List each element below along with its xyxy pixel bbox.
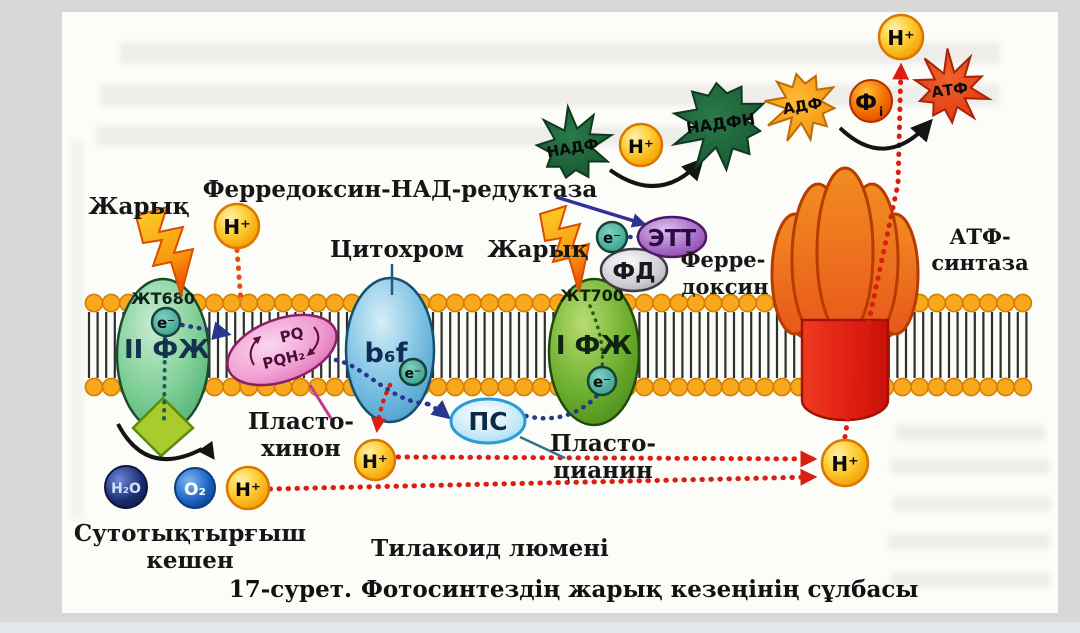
svg-text:H⁺: H⁺	[223, 215, 250, 239]
pi-subscript: і	[879, 105, 883, 119]
proton-under-synthase: H⁺	[820, 438, 870, 488]
label-light-left: Жарық	[88, 193, 189, 220]
proton-path-lumen-lower	[267, 468, 818, 492]
print-bleed-through	[70, 140, 84, 520]
water-split-arrow	[116, 423, 203, 462]
figure-caption-number: 17-сурет.	[229, 576, 352, 603]
label-oxygen-complex-2: кешен	[146, 547, 234, 574]
svg-text:e⁻: e⁻	[157, 314, 175, 332]
adp-star: АДФ	[764, 71, 837, 143]
fd-label: ФД	[612, 259, 655, 285]
plastocyanin: ПС	[449, 397, 566, 460]
proton-bottom-left: H⁺	[225, 465, 271, 511]
svg-text:e⁻: e⁻	[405, 366, 422, 382]
label-fnr: Ферредоксин-НАД-редуктаза	[203, 176, 598, 203]
label-plastoquinone-1: Пласто-	[248, 408, 354, 435]
nadp-to-nadph-arrow	[608, 157, 704, 188]
ferredoxin-carrier: ФД	[599, 247, 669, 293]
cytochrome-b6f: b₆f	[344, 276, 436, 424]
flow-paths	[116, 62, 933, 492]
print-bleed-through	[890, 458, 1050, 474]
ps2-label: II ФЖ	[124, 335, 210, 365]
pc-label: ПС	[468, 407, 507, 436]
p700-label: ЖТ700	[560, 286, 624, 305]
svg-text:H⁺: H⁺	[362, 451, 388, 473]
oxygen-molecule: O₂	[174, 467, 216, 509]
oec-diamond	[131, 396, 195, 458]
label-lumen: Тилакоид люмені	[371, 535, 609, 562]
pi-circle: Ф і	[849, 79, 893, 123]
electron-path-b6f-pc	[425, 400, 451, 420]
adp-to-atp-arrow	[838, 118, 933, 151]
proton-top-right: H⁺	[877, 13, 925, 61]
figure-caption-text: Фотосинтездің жарық кезеңінің сұлбасы	[361, 576, 918, 603]
ps1-label: I ФЖ	[556, 331, 633, 361]
water-molecule: H₂O	[104, 465, 148, 509]
electron-ps2: e⁻	[150, 306, 182, 338]
pc-pointer-line	[519, 435, 566, 460]
print-bleed-through	[120, 42, 1000, 64]
proton-path-through-synthase	[842, 62, 910, 440]
label-cytochrome: Цитохром	[330, 236, 464, 263]
label-atp-synthase-2: синтаза	[931, 250, 1029, 275]
p680-label: ЖТ680	[131, 289, 195, 308]
photosystem-2: ЖТ680 II ФЖ	[115, 277, 211, 458]
electron-path-ps2-pq	[179, 321, 232, 340]
label-oxygen-complex-1: Сутотықтырғыш	[74, 520, 306, 547]
pi-base: Ф	[855, 91, 877, 116]
nadph-star: НАДФН	[670, 81, 766, 173]
electron-b6f: e⁻	[398, 357, 428, 387]
atp-synthase-stalk	[800, 318, 890, 422]
svg-text:H⁺: H⁺	[235, 479, 261, 501]
proton-path-into-pq	[234, 247, 244, 305]
svg-text:e⁻: e⁻	[593, 373, 611, 391]
svg-text:АТФ: АТФ	[930, 79, 969, 102]
plastoquinone-pointer-line	[308, 384, 334, 421]
label-ferredoxin-2: доксин	[682, 274, 769, 299]
svg-text:H⁺: H⁺	[831, 452, 858, 476]
electron-to-ett: e⁻	[595, 220, 629, 254]
label-plastocyanin-1: Пласто-	[550, 430, 656, 457]
water-split-arrowhead	[197, 440, 215, 460]
svg-text:e⁻: e⁻	[603, 229, 621, 247]
proton-above-ps2: H⁺	[213, 202, 261, 250]
ett-carrier: ЭТТ	[636, 215, 708, 259]
photosystem-1: ЖТ700 I ФЖ	[547, 277, 641, 427]
light-bolt-right	[538, 204, 591, 293]
electron-ps1: e⁻	[586, 365, 618, 397]
b6f-label: b₆f	[365, 338, 408, 369]
svg-text:O₂: O₂	[184, 480, 206, 500]
svg-text:H⁺: H⁺	[628, 136, 654, 158]
fnr-pointer-arrow	[555, 195, 647, 228]
proton-under-b6f: H⁺	[353, 438, 397, 482]
plastoquinone-pool: PQ PQH₂	[226, 313, 338, 387]
proton-path-b6f	[370, 382, 393, 434]
proton-near-nadph: H⁺	[618, 122, 664, 168]
nadp-star: НАДФ	[534, 103, 615, 180]
light-bolt-left	[134, 205, 195, 299]
label-plastocyanin-2: цианин	[553, 457, 653, 484]
svg-text:H⁺: H⁺	[887, 26, 914, 50]
atp-star: АТФ	[911, 48, 993, 126]
print-bleed-through	[96, 126, 696, 146]
pq-oxidized-label: PQ	[278, 323, 305, 346]
print-bleed-through	[890, 572, 1050, 588]
proton-path-lumen-upper	[395, 450, 818, 468]
electron-path-pq-b6f	[333, 357, 431, 407]
label-ferredoxin-1: Ферре-	[681, 247, 766, 272]
svg-text:H₂O: H₂O	[111, 481, 141, 497]
print-bleed-through	[895, 425, 1045, 441]
print-bleed-through	[888, 534, 1050, 550]
print-bleed-through	[893, 496, 1051, 512]
electron-path-pc-ps1	[523, 389, 603, 421]
label-plastoquinone-2: хинон	[261, 435, 341, 462]
ett-label: ЭТТ	[648, 226, 697, 252]
label-light-right: Жарық	[487, 236, 588, 263]
label-atp-synthase-1: АТФ-	[949, 224, 1010, 249]
page-edge-shadow	[0, 622, 1080, 633]
